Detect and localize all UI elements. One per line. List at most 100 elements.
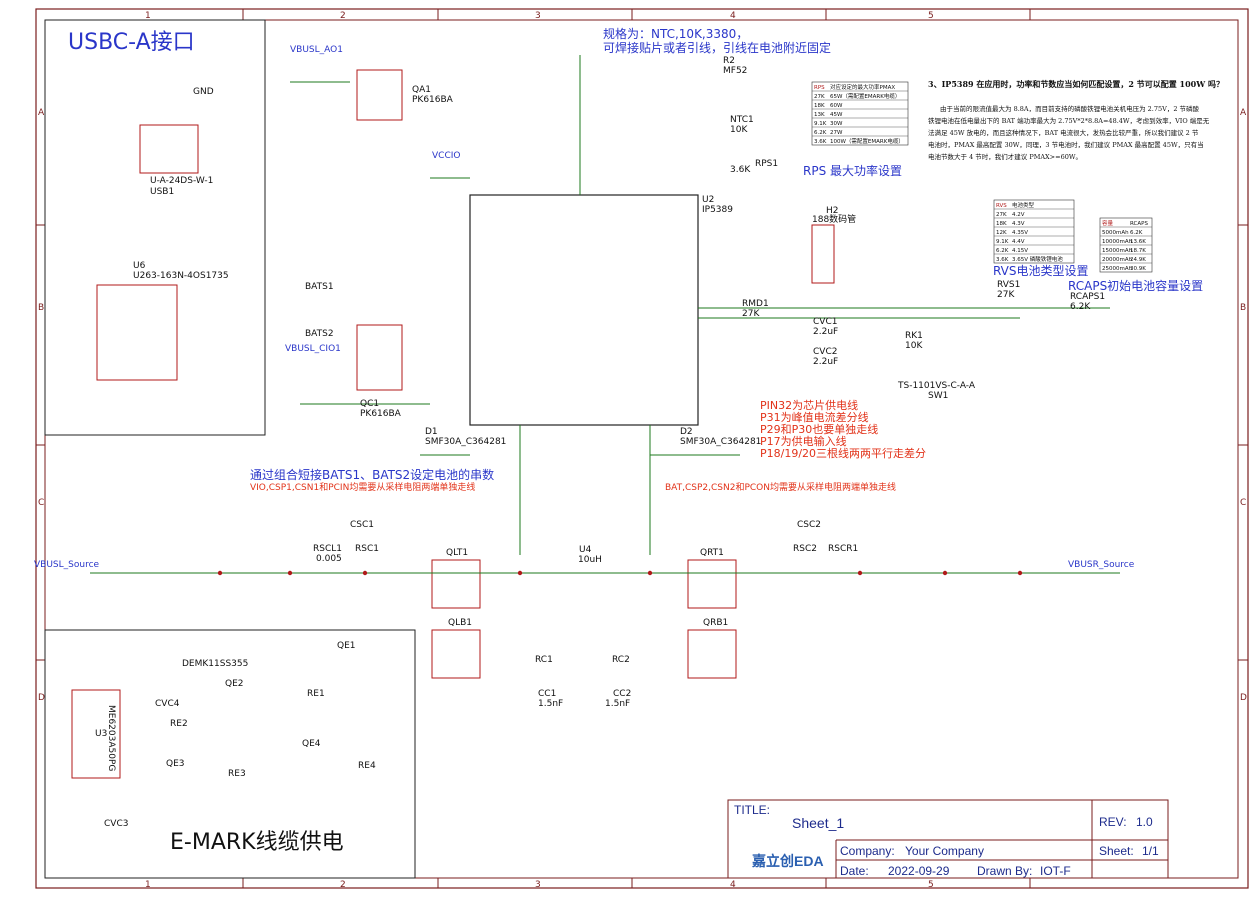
net-vbusl-cio1: VBUSL_CIO1 <box>285 344 341 354</box>
qa1-part: PK616BA <box>412 95 453 105</box>
rcaps1-ref: RCAPS1 <box>1070 292 1106 302</box>
rps-cell-1-1: 65W（需配置EMARK电缆） <box>830 92 900 100</box>
border <box>35 8 1249 889</box>
rps1-value: 3.6K <box>730 165 751 175</box>
qe2-ref: QE2 <box>225 679 244 689</box>
rps-cell-0-0: RPS <box>814 85 825 91</box>
grid-row-right-D: D <box>1240 693 1247 703</box>
rps-title: RPS 最大功率设置 <box>803 164 903 178</box>
grid-row-right-C: C <box>1240 498 1246 508</box>
r2-value: MF52 <box>723 66 748 76</box>
qrt1-ref: QRT1 <box>700 548 724 558</box>
rvs-title: RVS电池类型设置 <box>993 264 1089 278</box>
rvs-cell-4-1: 4.4V <box>1012 239 1025 245</box>
rcaps-title: RCAPS初始电池容量设置 <box>1068 279 1204 293</box>
sheet-label: Sheet: <box>1099 844 1134 858</box>
u3-body <box>71 689 121 779</box>
date-label: Date: <box>840 864 869 878</box>
u4-ref: U4 <box>579 545 592 555</box>
emark-section-box <box>44 629 416 879</box>
qlb1-body <box>431 629 481 679</box>
rk1-ref: RK1 <box>905 331 923 341</box>
qlb1-ref: QLB1 <box>448 618 472 628</box>
u2-part: IP5389 <box>702 205 733 215</box>
drawn-value: IOT-F <box>1040 864 1071 878</box>
rcaps-cell-4-1: 24.9K <box>1130 257 1146 263</box>
wires <box>90 55 1120 574</box>
qc1-body <box>356 324 403 391</box>
rc2-ref: RC2 <box>612 655 630 665</box>
rps-cell-5-0: 6.2K <box>814 130 827 136</box>
rps1-ref: RPS1 <box>755 159 779 169</box>
rvs1-ref: RVS1 <box>997 280 1021 290</box>
company-label: Company: <box>840 844 895 858</box>
u6-part: U263-163N-4OS1735 <box>133 271 229 281</box>
qa1-ref: QA1 <box>412 85 431 95</box>
rps-cell-6-0: 3.6K <box>814 139 827 145</box>
grid-col-top-3: 3 <box>535 11 541 21</box>
grid-col-bottom-1: 1 <box>145 880 151 890</box>
gnd-label: GND <box>193 87 214 97</box>
rmd1-ref: RMD1 <box>742 299 769 309</box>
qe1-ref: QE1 <box>337 641 356 651</box>
rscl1-ref: RSCL1 <box>313 544 342 554</box>
rmd1-value: 27K <box>742 309 760 319</box>
h2-part: 188数码管 <box>812 215 857 225</box>
usb1-body <box>139 124 199 174</box>
sense-note-right: BAT,CSP2,CSN2和PCON均需要从采样电阻两端单独走线 <box>665 483 896 493</box>
grid-row-left-B: B <box>38 303 44 313</box>
company-value: Your Company <box>905 844 984 858</box>
rps-cell-0-1: 对应设定的最大功率PMAX <box>830 83 895 91</box>
series-note: 通过组合短接BATS1、BATS2设定电池的串数 <box>250 468 495 482</box>
re3-ref: RE3 <box>228 769 246 779</box>
rps-cell-2-1: 60W <box>830 103 843 109</box>
grid-row-right-A: A <box>1240 108 1247 118</box>
rcaps-cell-2-1: 13.6K <box>1130 239 1146 245</box>
rcaps-cell-0-0: 容量 <box>1102 219 1114 227</box>
cc2-ref: CC2 <box>613 689 632 699</box>
sense-note-left: VIO,CSP1,CSN1和PCIN均需要从采样电阻两端单独走线 <box>250 483 476 493</box>
spec-note-2: 可焊接贴片或者引线，引线在电池附近固定 <box>603 41 832 55</box>
rcaps-cell-5-1: 30.9K <box>1130 266 1146 272</box>
faq-question: 3、IP5389 在应用时，功率和节数应当如何匹配设置，2 节可以配置 100W… <box>928 79 1224 89</box>
bats2-ref: BATS2 <box>305 329 334 339</box>
grid-col-top-1: 1 <box>145 11 151 21</box>
u2-ref: U2 <box>702 195 715 205</box>
rvs-cell-0-0: RVS <box>996 203 1007 209</box>
grid-row-left-D: D <box>38 693 45 703</box>
qlt1-ref: QLT1 <box>446 548 469 558</box>
qrt1-body <box>687 559 737 609</box>
grid-col-bottom-3: 3 <box>535 880 541 890</box>
d1-ref: D1 <box>425 427 438 437</box>
rps-cell-1-0: 27K <box>814 94 825 100</box>
cvc2-value: 2.2uF <box>813 357 839 367</box>
faq-answer-4: 电池节数大于 4 节时，我们才建议 PMAX>=60W。 <box>928 153 1083 161</box>
rps-cell-4-0: 9.1K <box>814 121 827 127</box>
net-vbusr-source: VBUSR_Source <box>1068 560 1135 570</box>
rcaps-cell-4-0: 20000mAh <box>1102 257 1133 263</box>
rvs-cell-0-1: 电池类型 <box>1012 201 1035 209</box>
rscr1-ref: RSCR1 <box>828 544 859 554</box>
qa1-body <box>356 69 403 121</box>
spec-note-1: 规格为：NTC,10K,3380， <box>603 27 749 41</box>
cc1-ref: CC1 <box>538 689 557 699</box>
title-block-box <box>727 799 1169 879</box>
grid-col-bottom-4: 4 <box>730 880 736 890</box>
net-vbusl-ao1: VBUSL_AO1 <box>290 45 343 55</box>
eda-logo: 嘉立创EDA <box>752 853 824 869</box>
junctions <box>217 570 1023 576</box>
rcaps-cell-0-1: RCAPS <box>1130 221 1148 227</box>
rvs-cell-6-0: 3.6K <box>996 257 1009 263</box>
rps-cell-3-1: 45W <box>830 112 843 118</box>
usb1-part: U-A-24DS-W-1 <box>150 176 214 186</box>
rcaps-cell-5-0: 25000mAh <box>1102 266 1133 272</box>
rvs-cell-3-1: 4.35V <box>1012 230 1028 236</box>
d2-part: SMF30A_C364281 <box>680 437 762 447</box>
usb-section-title: USBC-A接口 <box>68 30 195 55</box>
pin-note-3: P17为供电输入线 <box>760 435 847 448</box>
rvs-cell-1-1: 4.2V <box>1012 212 1025 218</box>
cc1-value: 1.5nF <box>538 699 564 709</box>
rcaps-cell-3-0: 15000mAh <box>1102 248 1133 254</box>
title-label: TITLE: <box>734 803 771 817</box>
